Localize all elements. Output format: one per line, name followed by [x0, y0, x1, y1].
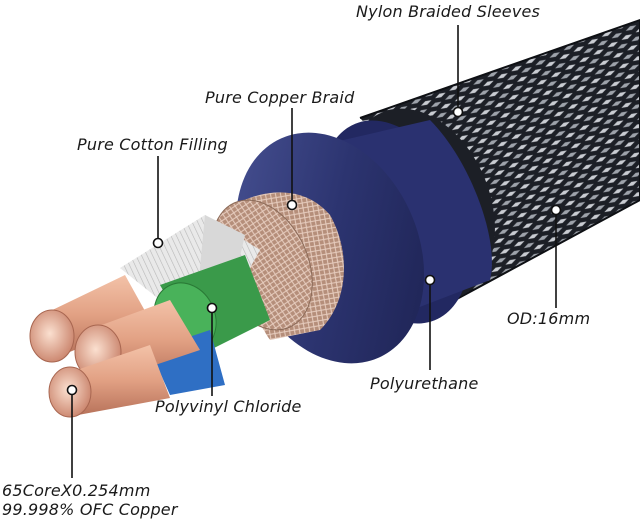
pvc-pointer-dot: [208, 304, 217, 313]
label-conductor-spec-line2: 99.998% OFC Copper: [2, 500, 179, 519]
label-polyurethane: Polyurethane: [370, 374, 479, 393]
braid-pointer-dot: [288, 201, 297, 210]
sleeve-pointer-dot: [454, 108, 463, 117]
label-conductor-spec-line1: 65CoreX0.254mm: [2, 481, 150, 500]
od-pointer-dot: [552, 206, 561, 215]
label-nylon-braided-sleeves: Nylon Braided Sleeves: [356, 2, 540, 21]
cotton-pointer-dot: [154, 239, 163, 248]
label-pure-copper-braid: Pure Copper Braid: [205, 88, 355, 107]
polyurethane-pointer-dot: [426, 276, 435, 285]
label-polyvinyl-chloride: Polyvinyl Chloride: [155, 397, 302, 416]
label-od: OD:16mm: [507, 309, 590, 328]
conductor-pointer-dot: [68, 386, 77, 395]
label-pure-cotton-filling: Pure Cotton Filling: [77, 135, 228, 154]
